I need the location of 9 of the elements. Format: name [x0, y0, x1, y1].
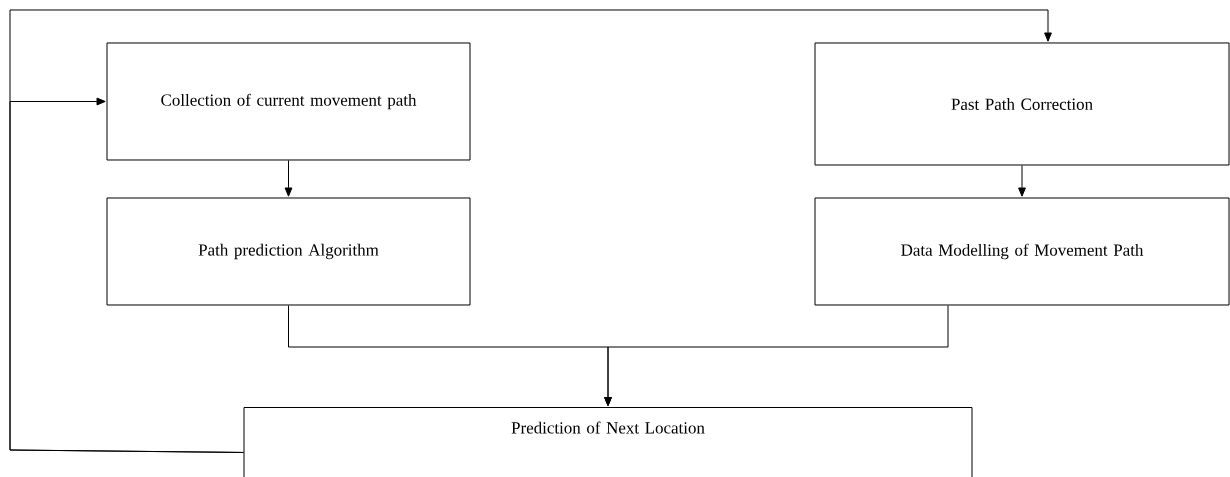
arrow: [9, 9, 1052, 453]
arrow: [284, 160, 293, 197]
process-box: Collection of current movement path: [106, 42, 471, 161]
arrow: [1018, 165, 1026, 197]
process-box: Prediction of Next Location: [243, 407, 973, 477]
process-box: Path prediction Algorithm: [106, 197, 471, 306]
process-box: Past Path Correction: [814, 42, 1230, 166]
arrow: [604, 305, 949, 407]
process-box: Data Modelling of Movement Path: [814, 197, 1230, 306]
